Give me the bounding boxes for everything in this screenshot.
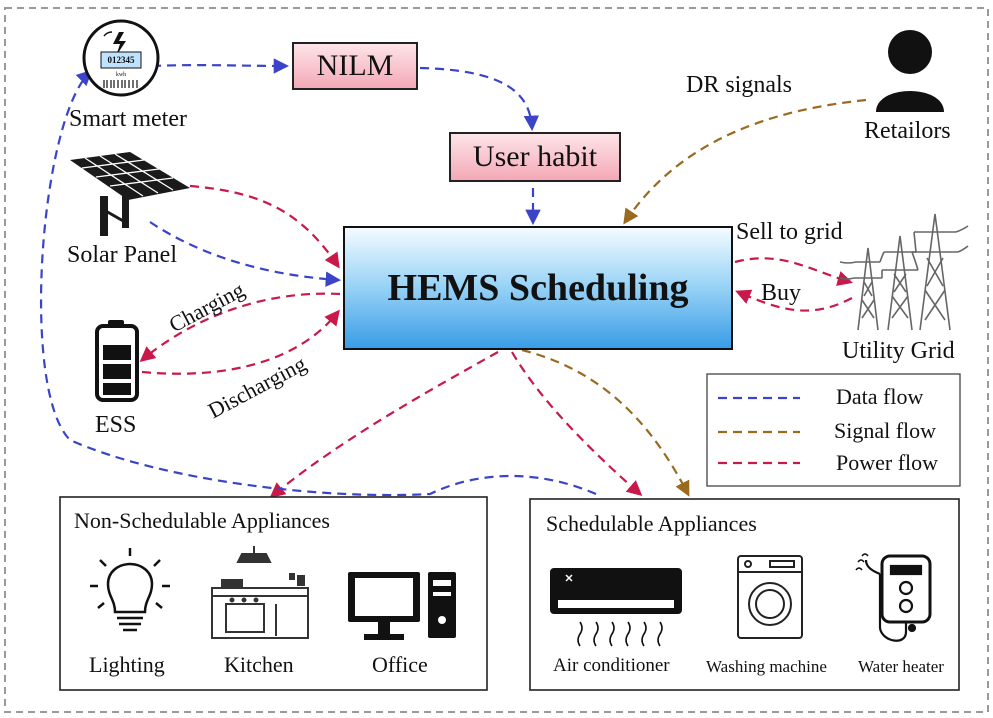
- smart-meter-icon: 012345 kwh: [82, 19, 160, 97]
- user-habit-label: User habit: [472, 140, 598, 173]
- solar-panel-label: Solar Panel: [67, 242, 177, 268]
- smart-meter-label: Smart meter: [69, 106, 187, 132]
- appliance-label-water-heater: Water heater: [858, 657, 944, 676]
- legend-box: [706, 373, 961, 487]
- arrow-nilm-to-habit: [419, 66, 540, 132]
- smart-meter-unit: kwh: [116, 72, 126, 78]
- arrow-retailors-to-hems: [623, 98, 867, 225]
- nilm-label: NILM: [316, 49, 394, 82]
- water-heater-icon: [855, 553, 932, 642]
- arrow-hems-to-nonsched: [269, 351, 499, 498]
- arrow-meter-to-nilm: [151, 58, 290, 74]
- arrow-hems-to-sched-signal: [521, 348, 690, 497]
- schedulable-title: Schedulable Appliances: [546, 511, 757, 536]
- lightbulb-icon: [90, 548, 170, 632]
- legend-label-signal: Signal flow: [834, 418, 937, 443]
- retailors-label: Retailors: [864, 118, 951, 144]
- computer-icon: [348, 572, 456, 640]
- nilm-box: NILM: [292, 42, 418, 90]
- outer-border: [4, 7, 989, 713]
- smart-meter-display: 012345: [108, 55, 136, 65]
- appliance-label-kitchen: Kitchen: [224, 652, 294, 677]
- battery-icon: [95, 320, 139, 402]
- arrow-hems-to-sched-power: [511, 351, 643, 497]
- washing-machine-icon: [737, 555, 803, 639]
- air-conditioner-icon: [550, 568, 682, 647]
- appliance-label-lighting: Lighting: [89, 652, 165, 677]
- appliance-label-washing-machine: Washing machine: [706, 657, 827, 676]
- arrow-solar-power: [189, 184, 340, 269]
- legend-label-data: Data flow: [836, 384, 924, 409]
- power-tower-icon: [839, 213, 969, 331]
- arrow-appliances-to-meter: [40, 69, 597, 497]
- sell-to-grid-label: Sell to grid: [736, 219, 843, 245]
- appliance-label-office: Office: [372, 652, 428, 677]
- hems-scheduling-box: HEMS Scheduling: [343, 226, 733, 350]
- kitchen-icon: [211, 546, 309, 639]
- arrow-charging: [139, 292, 341, 362]
- non-schedulable-title: Non-Schedulable Appliances: [74, 508, 330, 533]
- hems-scheduling-label: HEMS Scheduling: [387, 267, 689, 309]
- buy-label: Buy: [761, 280, 802, 306]
- dr-signals-label: DR signals: [686, 72, 793, 98]
- user-habit-box: User habit: [449, 132, 621, 182]
- arrow-discharging: [141, 309, 340, 375]
- ess-label: ESS: [95, 412, 137, 438]
- arrow-solar-data: [149, 221, 342, 287]
- arrow-sell-to-grid: [734, 257, 853, 286]
- appliance-label-air-conditioner: Air conditioner: [553, 655, 670, 676]
- utility-grid-label: Utility Grid: [842, 338, 955, 364]
- person-icon: [876, 30, 944, 112]
- legend-label-power: Power flow: [836, 450, 939, 475]
- solar-panel-icon: [70, 152, 190, 236]
